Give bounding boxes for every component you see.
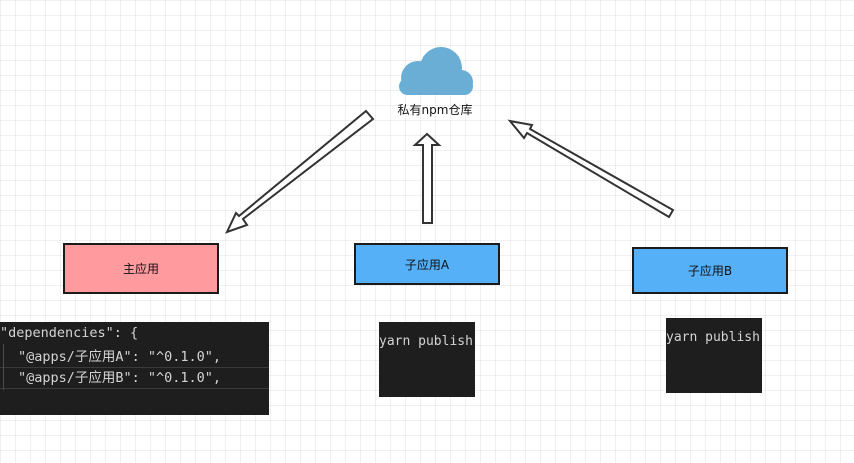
arrow-sub-b-to-cloud bbox=[507, 119, 675, 219]
arrow-sub-a-to-cloud bbox=[412, 132, 442, 224]
indent-guide bbox=[3, 344, 4, 390]
publish-b-command: yarn publish bbox=[666, 330, 760, 345]
cloud-label: 私有npm仓库 bbox=[397, 103, 473, 117]
publish-b-code-panel: yarn publish bbox=[666, 318, 762, 393]
code-line-rule bbox=[0, 388, 269, 389]
code-line-dependencies: "dependencies": { bbox=[0, 325, 139, 341]
sub-app-a-box[interactable]: 子应用A bbox=[354, 243, 500, 285]
arrow-cloud-to-main-app bbox=[225, 109, 375, 234]
code-line-dep-a: "@apps/子应用A": "^0.1.0", bbox=[18, 349, 222, 365]
publish-a-code-panel: yarn publish bbox=[379, 322, 475, 397]
dependencies-code-panel: "dependencies": { "@apps/子应用A": "^0.1.0"… bbox=[0, 322, 269, 415]
cloud-icon bbox=[399, 47, 473, 95]
sub-app-a-label: 子应用A bbox=[404, 257, 450, 272]
sub-app-b-box[interactable]: 子应用B bbox=[632, 247, 788, 294]
main-app-label: 主应用 bbox=[122, 262, 159, 276]
main-app-box[interactable]: 主应用 bbox=[63, 243, 219, 294]
sub-app-b-label: 子应用B bbox=[687, 264, 733, 278]
publish-a-command: yarn publish bbox=[379, 334, 473, 349]
code-line-rule bbox=[0, 367, 269, 368]
code-line-dep-b: "@apps/子应用B": "^0.1.0", bbox=[18, 370, 222, 386]
